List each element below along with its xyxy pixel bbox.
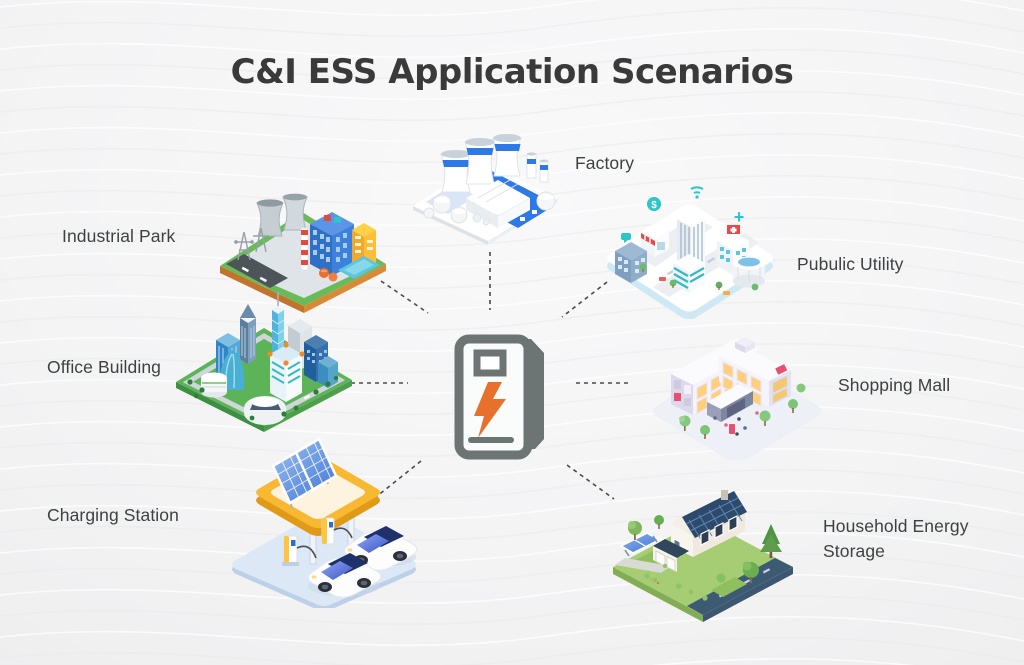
- office-platform: [176, 328, 352, 432]
- shop-building: [641, 223, 669, 257]
- factory-illustration: [413, 134, 558, 245]
- factory-warehouse: [466, 179, 530, 228]
- round-glass-building: [733, 256, 765, 288]
- dollar-icon: $: [647, 197, 661, 211]
- cooling-towers: [440, 134, 522, 193]
- label-factory: Factory: [575, 153, 635, 173]
- public-utility-illustration: $ +: [607, 186, 773, 319]
- connector-charging-station: [375, 460, 422, 498]
- storage-tanks: [423, 191, 556, 226]
- label-industrial-park: Industrial Park: [62, 226, 176, 246]
- teal-striped-building: [673, 254, 705, 293]
- connector-household: [566, 464, 615, 500]
- battery-lightning-icon: [454, 334, 544, 460]
- label-office-building: Office Building: [47, 357, 162, 377]
- mall-rooftop-unit: [735, 337, 755, 353]
- perimeter-trees: [187, 375, 339, 421]
- yellow-tower: [352, 223, 376, 270]
- mall-trees-and-people: [679, 383, 806, 439]
- label-public-utility: Pubulic Utility: [797, 254, 904, 274]
- label-household-energy-storage: Household Energy Storage: [823, 516, 969, 562]
- charging-pile-right: [321, 517, 353, 545]
- battery-base-bar: [468, 437, 514, 443]
- wifi-icon: [690, 186, 704, 199]
- oil-tanks: [319, 268, 338, 282]
- charging-station-illustration: [232, 437, 418, 608]
- charging-pile-left: [282, 535, 317, 566]
- ev-car-front: [307, 553, 382, 598]
- svg-text:+: +: [734, 207, 745, 227]
- ground-solar-array: [619, 529, 661, 557]
- gray-cooling-towers: [256, 193, 308, 237]
- mall-entrance: [707, 384, 753, 422]
- lightning-bolt: [474, 382, 506, 438]
- blue-factory-building: [310, 212, 354, 276]
- household-illustration: [613, 490, 793, 622]
- office-building-illustration: [176, 292, 352, 432]
- industrial-park-illustration: [220, 193, 386, 313]
- water-pool: [338, 256, 380, 279]
- label-shopping-mall: Shopping Mall: [838, 375, 951, 395]
- skyscraper-cluster: [201, 292, 338, 425]
- connector-industrial-park: [380, 280, 429, 314]
- battery-display: [473, 349, 507, 377]
- house: [653, 490, 747, 572]
- plus-icon: +: [734, 207, 745, 227]
- connector-public-utility: [561, 281, 608, 318]
- transmission-towers: [234, 227, 269, 261]
- yard-trees: [628, 515, 782, 601]
- chat-icon: [621, 233, 631, 243]
- mall-right-wing: [719, 345, 791, 407]
- label-charging-station: Charging Station: [47, 505, 179, 525]
- factory-chimneys: [526, 152, 549, 183]
- svg-text:$: $: [651, 200, 657, 211]
- floating-service-icons: $ +: [621, 186, 745, 243]
- blue-office-block: [615, 242, 647, 283]
- shopping-mall-illustration: [653, 337, 821, 460]
- page-title: C&I ESS Application Scenarios: [230, 52, 794, 92]
- street-trees: [639, 263, 759, 295]
- striped-chimney: [300, 227, 309, 271]
- rooftop-solar-panels: [271, 437, 338, 509]
